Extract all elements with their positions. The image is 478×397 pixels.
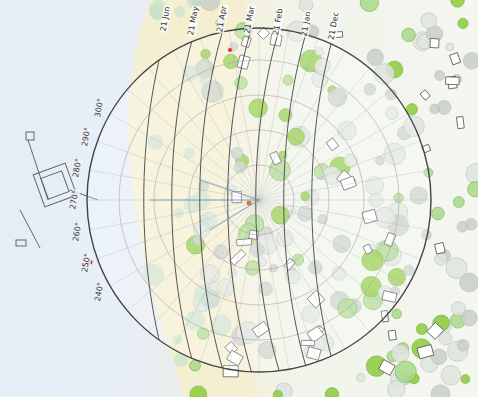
tree: [395, 361, 416, 382]
azimuth-line: [259, 28, 260, 200]
tree: [468, 182, 478, 197]
tree: [458, 18, 468, 28]
azimuth-line: [259, 51, 345, 200]
sun-dot: [247, 201, 252, 206]
azimuth-line: [90, 170, 259, 200]
building: [388, 330, 396, 340]
tree: [190, 386, 207, 397]
tree: [421, 13, 437, 29]
tree: [446, 257, 467, 278]
building: [435, 242, 446, 254]
azimuth-line: [259, 200, 260, 372]
azimuth-line: [148, 68, 259, 200]
sun-path-curve: [284, 20, 310, 380]
azimuth-line: [259, 114, 408, 200]
azimuth-line: [110, 114, 259, 200]
tree: [430, 104, 440, 114]
azimuth-line: [259, 200, 345, 349]
tree: [451, 0, 465, 7]
azimuth-line: [259, 200, 408, 286]
tree: [432, 207, 445, 220]
tree: [446, 43, 454, 51]
azimuth-line: [259, 68, 370, 200]
sun-chart: [87, 20, 431, 380]
sun-path-curve: [312, 20, 338, 380]
building: [457, 116, 465, 128]
tree: [463, 53, 478, 70]
tree: [453, 197, 464, 208]
azimuth-line: [173, 51, 259, 200]
azimuth-line: [127, 89, 259, 200]
tree: [457, 339, 469, 351]
tree: [439, 332, 452, 345]
azimuth-line: [97, 141, 259, 200]
tree: [457, 221, 468, 232]
tree: [431, 385, 450, 397]
tree: [435, 70, 445, 80]
tree: [392, 309, 402, 319]
building: [446, 77, 460, 85]
tree: [441, 366, 461, 386]
tree: [174, 6, 185, 17]
building: [450, 53, 461, 65]
azimuth-line: [97, 200, 259, 259]
tree: [391, 345, 409, 363]
tree: [325, 388, 339, 397]
tree: [435, 253, 447, 265]
tree: [367, 49, 383, 65]
tree: [431, 349, 447, 365]
building: [420, 90, 430, 100]
tree: [360, 0, 379, 12]
tree: [402, 28, 416, 42]
azimuth-line: [259, 200, 370, 332]
tree: [388, 381, 406, 397]
azimuth-line: [259, 141, 421, 200]
building: [417, 345, 434, 359]
azimuth-line: [110, 200, 259, 286]
marker-dot: [228, 48, 232, 52]
azimuth-line: [200, 38, 259, 200]
azimuth-line: [173, 200, 259, 349]
tree: [357, 373, 365, 381]
azimuth-line: [259, 200, 391, 311]
building: [430, 39, 439, 48]
azimuth-line: [259, 200, 421, 259]
building: [427, 322, 444, 339]
tree: [273, 390, 282, 397]
azimuth-line: [259, 89, 391, 200]
azimuth-line: [127, 200, 259, 311]
azimuth-line: [259, 200, 431, 201]
tree: [461, 375, 470, 384]
pier: [16, 132, 98, 248]
azimuth-line: [148, 200, 259, 332]
tree: [461, 310, 477, 326]
building: [379, 360, 396, 376]
tree: [416, 323, 427, 334]
horizon-circle: [87, 28, 431, 372]
azimuth-line: [90, 200, 259, 230]
azimuth-line: [200, 200, 259, 362]
